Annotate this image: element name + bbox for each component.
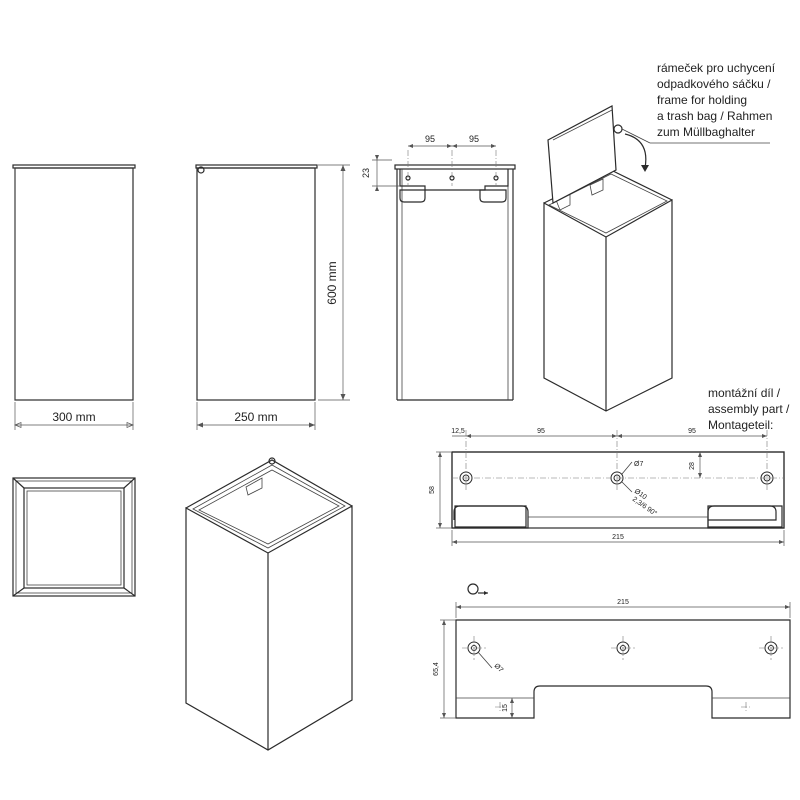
frame-height-label: 23 (361, 168, 371, 178)
front-view: 300 mm (12, 164, 136, 430)
hole-offset-label: 28 (689, 462, 696, 470)
top-view (12, 477, 136, 597)
frame-note-line-3: frame for holding (657, 93, 747, 107)
flat-height-label: 65,4 (433, 662, 440, 676)
flat-hole-dia-label: Ø7 (493, 662, 505, 674)
flat-length-label: 215 (617, 599, 629, 606)
rotate-arrow-icon (467, 583, 488, 595)
part-length-label: 215 (612, 534, 624, 541)
frame-note-line-1: rámeček pro uchycení (657, 61, 776, 75)
hole-spacing-left-label: 95 (537, 428, 545, 435)
tab-height-label: 15 (502, 704, 509, 712)
side-view: 250 mm 600 mm (195, 164, 350, 430)
part-height-label: 58 (429, 486, 436, 494)
frame-note-line-5: zum Müllbaghalter (657, 125, 755, 139)
isometric-closed-view (185, 457, 353, 751)
height-label: 600 mm (325, 261, 339, 304)
assembly-note-line-1: montážní díl / (708, 386, 781, 400)
edge-offset-label: 12,5 (451, 428, 465, 435)
section-view: 95 95 23 (361, 134, 516, 401)
side-width-label: 250 mm (234, 410, 277, 424)
assembly-part-bottom: 215 Ø7 65,4 15 (433, 583, 791, 719)
assembly-note-line-2: assembly part / (708, 402, 790, 416)
frame-spacing-left-label: 95 (425, 134, 435, 144)
assembly-part-top: montážní díl / assembly part / Montagete… (429, 386, 790, 546)
front-width-label: 300 mm (52, 410, 95, 424)
isometric-open-view: rámeček pro uchycení odpadkového sáčku /… (543, 61, 776, 412)
hole-spacing-right-label: 95 (688, 428, 696, 435)
frame-spacing-right-label: 95 (469, 134, 479, 144)
hole-dia-label: Ø7 (634, 461, 643, 468)
assembly-note-line-3: Montageteil: (708, 418, 773, 432)
frame-note-line-4: a trash bag / Rahmen (657, 109, 772, 123)
frame-note-line-2: odpadkového sáčku / (657, 77, 771, 91)
